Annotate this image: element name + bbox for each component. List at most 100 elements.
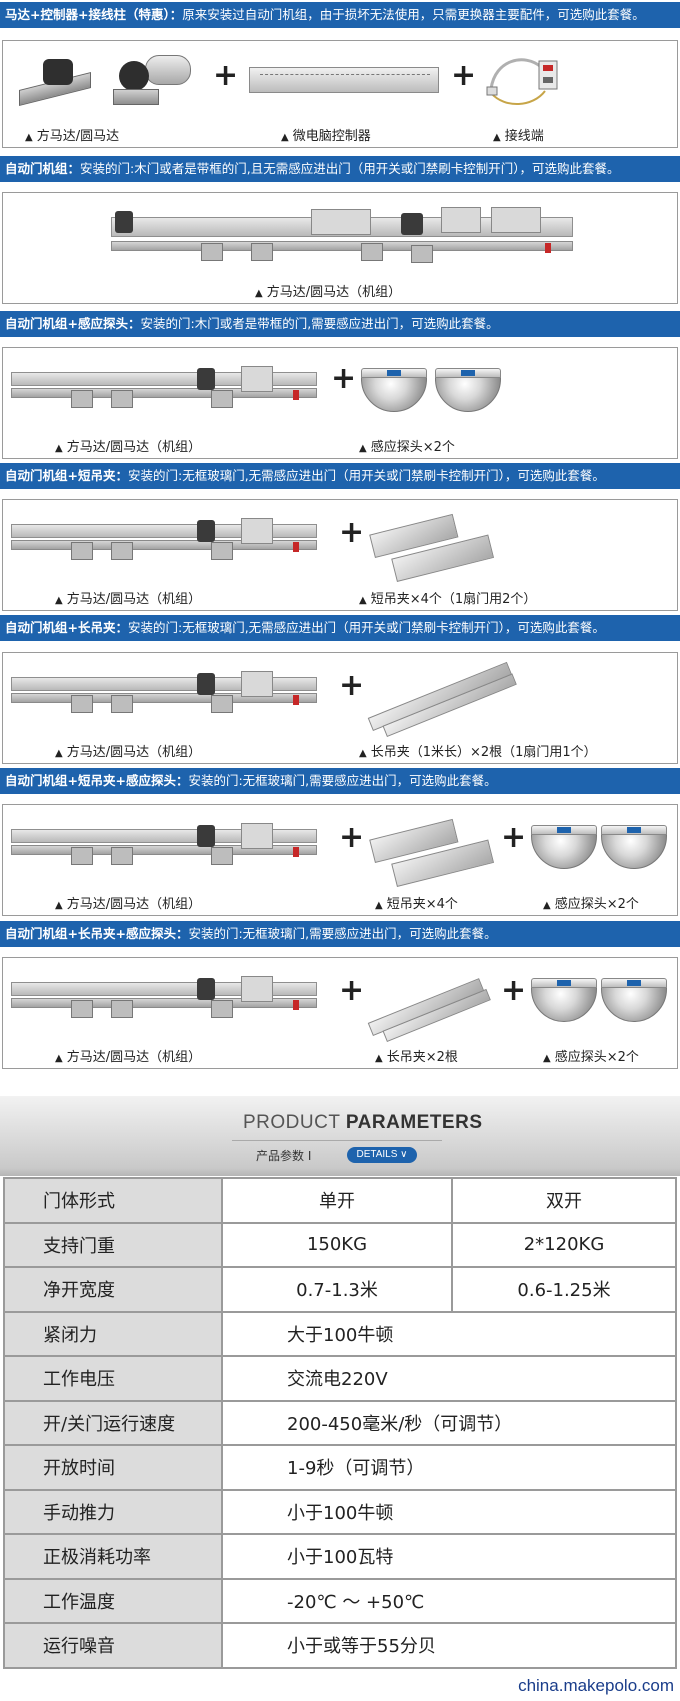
- long-clamp-image: [367, 659, 517, 737]
- triangle-icon: ▲: [281, 132, 289, 143]
- section-title: 自动门机组+长吊夹：: [5, 620, 128, 635]
- table-value-cell: 大于100牛顿: [221, 1310, 677, 1357]
- section-banner: 自动门机组+感应探头：安装的门:木门或者是带框的门,需要感应进出门，可选购此套餐…: [0, 311, 680, 337]
- table-value-cell: 小于100瓦特: [221, 1533, 677, 1580]
- item-caption: ▲方马达/圆马达（机组）: [55, 1050, 202, 1065]
- triangle-icon: ▲: [493, 132, 501, 143]
- section-banner: 马达+控制器+接线柱（特惠）：原来安装过自动门机组，由于损坏无法使用，只需更换器…: [0, 2, 680, 28]
- sensor-image: [601, 978, 667, 1022]
- short-clamp-image: [369, 815, 505, 887]
- table-row: 工作电压 交流电220V: [3, 1355, 677, 1402]
- long-clamp-image: [367, 964, 513, 1042]
- item-caption: ▲短吊夹×4个: [375, 897, 458, 912]
- triangle-icon: ▲: [255, 288, 263, 299]
- triangle-icon: ▲: [543, 1053, 551, 1064]
- table-value-cell: 150KG: [221, 1221, 453, 1268]
- table-row: 净开宽度 0.7-1.3米 0.6-1.25米: [3, 1266, 677, 1313]
- item-caption: ▲方马达/圆马达（机组）: [55, 897, 202, 912]
- sensor-image: [435, 368, 501, 412]
- sensor-image: [531, 825, 597, 869]
- section-banner: 自动门机组：安装的门:木门或者是带框的门,且无需感应进出门（用开关或门禁刷卡控制…: [0, 156, 680, 182]
- triangle-icon: ▲: [543, 900, 551, 911]
- table-key-cell: 净开宽度: [3, 1266, 223, 1313]
- table-key-cell: 工作电压: [3, 1355, 223, 1402]
- round-motor-image: [109, 49, 195, 111]
- door-operator-image: [11, 364, 317, 408]
- triangle-icon: ▲: [375, 900, 383, 911]
- triangle-icon: ▲: [359, 443, 367, 454]
- triangle-icon: ▲: [55, 1053, 63, 1064]
- product-panel: + ▲方马达/圆马达（机组） ▲长吊夹（1米长）×2根（1扇门用1个）: [2, 652, 678, 764]
- product-panel: ▲方马达/圆马达（机组）: [2, 192, 678, 304]
- item-caption: ▲方马达/圆马达（机组）: [55, 440, 202, 455]
- table-row: 支持门重 150KG 2*120KG: [3, 1221, 677, 1268]
- table-value-cell: 2*120KG: [451, 1221, 677, 1268]
- table-key-cell: 正极消耗功率: [3, 1533, 223, 1580]
- table-row: 正极消耗功率 小于100瓦特: [3, 1533, 677, 1580]
- plus-sign: +: [339, 515, 365, 550]
- section-desc: 安装的门:木门或者是带框的门,需要感应进出门，可选购此套餐。: [140, 316, 499, 331]
- section-title: 自动门机组+感应探头：: [5, 316, 141, 331]
- params-title: PRODUCT PARAMETERS: [243, 1112, 483, 1133]
- section-title: 自动门机组+长吊夹+感应探头：: [5, 926, 189, 941]
- section-desc: 安装的门:无框玻璃门,无需感应进出门（用开关或门禁刷卡控制开门），可选购此套餐。: [127, 468, 605, 483]
- table-header-cell: 双开: [451, 1177, 677, 1224]
- table-key-cell: 门体形式: [3, 1177, 223, 1224]
- item-caption: ▲长吊夹（1米长）×2根（1扇门用1个）: [359, 745, 597, 760]
- table-value-cell: 小于或等于55分贝: [221, 1622, 677, 1669]
- controller-image: [249, 67, 439, 93]
- door-operator-image: [11, 974, 317, 1018]
- table-value-cell: 小于100牛顿: [221, 1488, 677, 1535]
- product-panel: + + ▲方马达/圆马达（机组） ▲长吊夹×2根 ▲感应探头×2个: [2, 957, 678, 1069]
- item-caption: ▲方马达/圆马达: [25, 129, 120, 144]
- item-caption: ▲短吊夹×4个（1扇门用2个）: [359, 592, 537, 607]
- triangle-icon: ▲: [25, 132, 33, 143]
- door-operator-image: [11, 821, 317, 865]
- table-row: 运行噪音 小于或等于55分贝: [3, 1622, 677, 1669]
- section-desc: 原来安装过自动门机组，由于损坏无法使用，只需更换器主要配件，可选购此套餐。: [182, 7, 645, 22]
- square-motor-image: [13, 55, 93, 106]
- table-value-cell: 交流电220V: [221, 1355, 677, 1402]
- table-value-cell: 1-9秒（可调节）: [221, 1444, 677, 1491]
- plus-sign: +: [339, 820, 365, 855]
- sensor-image: [531, 978, 597, 1022]
- sensor-image: [601, 825, 667, 869]
- table-key-cell: 工作温度: [3, 1577, 223, 1624]
- triangle-icon: ▲: [55, 443, 63, 454]
- plus-sign: +: [339, 973, 365, 1008]
- section-banner: 自动门机组+长吊夹+感应探头：安装的门:无框玻璃门,需要感应进出门，可选购此套餐…: [0, 921, 680, 947]
- table-value-cell: 200-450毫米/秒（可调节）: [221, 1399, 677, 1446]
- table-row: 紧闭力 大于100牛顿: [3, 1310, 677, 1357]
- door-operator-image: [111, 203, 573, 263]
- table-key-cell: 运行噪音: [3, 1622, 223, 1669]
- triangle-icon: ▲: [359, 595, 367, 606]
- product-panel: + ▲方马达/圆马达（机组） ▲短吊夹×4个（1扇门用2个）: [2, 499, 678, 611]
- sensor-image: [361, 368, 427, 412]
- plus-sign: +: [339, 668, 365, 703]
- section-banner: 自动门机组+长吊夹：安装的门:无框玻璃门,无需感应进出门（用开关或门禁刷卡控制开…: [0, 615, 680, 641]
- table-value-cell: -20℃ ～ +50℃: [221, 1577, 677, 1624]
- section-desc: 安装的门:无框玻璃门,需要感应进出门，可选购此套餐。: [188, 926, 497, 941]
- product-panel: + + ▲方马达/圆马达 ▲微电脑控制器 ▲接线端: [2, 40, 678, 148]
- item-caption: ▲感应探头×2个: [359, 440, 455, 455]
- plus-sign: +: [451, 58, 477, 93]
- triangle-icon: ▲: [375, 1053, 383, 1064]
- section-title: 自动门机组+短吊夹：: [5, 468, 128, 483]
- params-subtitle: 产品参数 I: [256, 1149, 312, 1163]
- section-banner: 自动门机组+短吊夹：安装的门:无框玻璃门,无需感应进出门（用开关或门禁刷卡控制开…: [0, 463, 680, 489]
- item-caption: ▲方马达/圆马达（机组）: [55, 592, 202, 607]
- door-operator-image: [11, 669, 317, 713]
- site-watermark: china.makepolo.com: [518, 1676, 674, 1695]
- details-button[interactable]: DETAILS ∨: [347, 1147, 417, 1163]
- door-operator-image: [11, 516, 317, 560]
- plus-sign: +: [501, 973, 527, 1008]
- section-title: 马达+控制器+接线柱（特惠）：: [5, 7, 183, 22]
- terminal-image: [485, 49, 569, 113]
- item-caption: ▲感应探头×2个: [543, 897, 639, 912]
- spec-table: 门体形式 单开 双开 支持门重 150KG 2*120KG 净开宽度 0.7-1…: [3, 1177, 677, 1669]
- table-row: 开放时间 1-9秒（可调节）: [3, 1444, 677, 1491]
- section-desc: 安装的门:木门或者是带框的门,且无需感应进出门（用开关或门禁刷卡控制开门），可选…: [80, 161, 620, 176]
- triangle-icon: ▲: [359, 748, 367, 759]
- product-panel: + + ▲方马达/圆马达（机组） ▲短吊夹×4个 ▲感应探头×2个: [2, 804, 678, 916]
- item-caption: ▲长吊夹×2根: [375, 1050, 458, 1065]
